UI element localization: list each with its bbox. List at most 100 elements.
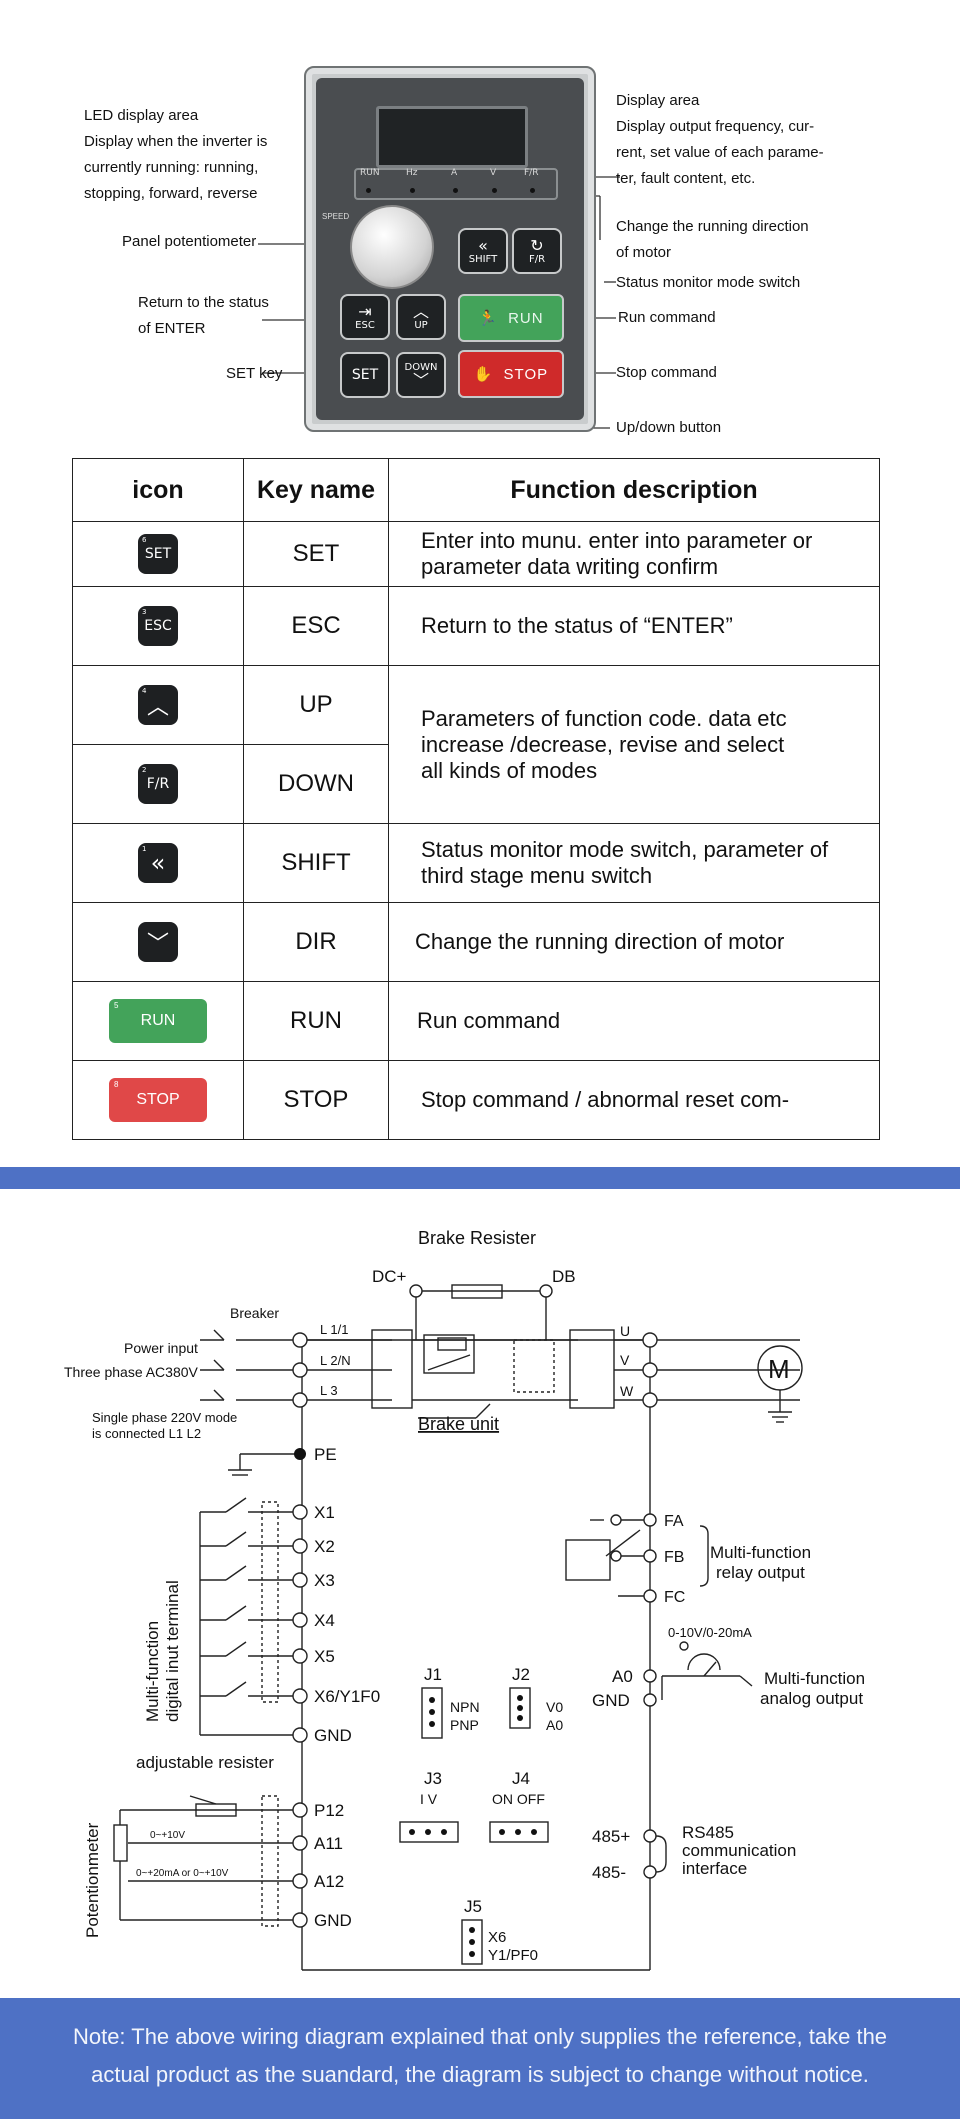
terminal-p12: P12 [314,1801,344,1820]
table-header-row: icon Key name Function description [72,458,880,522]
esc-key[interactable]: ⇥ ESC [340,294,390,340]
relay-title-1: Multi-function [710,1543,811,1562]
input-x6: X6/Y1F0 [314,1687,380,1706]
shift-key-label: SHIFT [468,253,498,265]
indicator-led [366,188,371,193]
runner-icon: 🏃 [478,310,499,327]
note-line-1: Note: The above wiring diagram explained… [72,2024,888,2049]
key-name: STOP [243,1060,389,1140]
stop-key-label: STOP [503,365,549,383]
function-description: Status monitor mode switch, parameter of… [388,823,880,903]
relay-title-2: relay output [716,1563,805,1582]
double-left-icon: 1« [138,843,178,883]
indicator-fr: F/R [524,168,539,178]
j2-a0: A0 [546,1717,563,1733]
fr-key-label: F/R [528,253,546,265]
j5-y1pf0: Y1/PF0 [488,1947,538,1964]
key-name: SHIFT [243,823,389,903]
u-label: U [620,1323,630,1339]
display-line-4: ter, fault content, etc. [616,170,756,187]
terminal-485-plus: 485+ [592,1827,630,1846]
icon-cell: 4︿ [72,665,244,745]
set-key[interactable]: SET [340,352,390,398]
speed-knob[interactable] [350,205,434,289]
input-x5: X5 [314,1647,335,1666]
header-key-name: Key name [243,458,389,522]
icon-text: RUN [140,1012,176,1029]
icon-text: ESC [144,618,172,634]
dc-plus-label: DC+ [372,1267,407,1286]
stop-key[interactable]: ✋ STOP [458,350,564,398]
chevron-down-icon: ﹀ [138,922,178,962]
j1-pnp: PNP [450,1717,479,1733]
terminal-a11: A11 [314,1834,343,1853]
icon-text: STOP [136,1091,180,1108]
digital-input-title-1: Multi-function [143,1621,162,1722]
display-line-2: Display output frequency, cur- [616,118,815,135]
key-name: ESC [243,586,389,666]
icon-text: F/R [146,776,170,792]
analog-output-range: 0-10V/0-20mA [668,1625,752,1640]
header-function: Function description [388,458,880,522]
up-key[interactable]: ︿ UP [396,294,446,340]
monitor-switch-label: Status monitor mode switch [616,274,801,291]
db-label: DB [552,1267,576,1286]
chevron-down-icon: ﹀ [412,370,429,390]
pe-label: PE [314,1445,337,1464]
j3-options: I V [420,1791,438,1807]
key-name: DOWN [243,744,389,824]
wiring-diagram: Brake Resister DC+ DB Breaker Power inpu… [64,1228,865,1971]
icon-cell: 1« [72,823,244,903]
run-key[interactable]: 🏃 RUN [458,294,564,342]
terminal-a0: A0 [612,1667,633,1686]
shift-key[interactable]: « SHIFT [458,228,508,274]
analog-output-title-1: Multi-function [764,1669,865,1688]
l3-label: L 3 [320,1383,338,1398]
terminal-a12: A12 [314,1872,344,1891]
double-left-icon: « [478,235,488,255]
icon-number: 6 [142,536,147,544]
description-line: Enter into munu. enter into parameter or [421,528,813,553]
jumper-j2: J2 [512,1665,530,1684]
description-line: parameter data writing confirm [421,554,719,579]
led-area-line-3: currently running: running, [84,159,259,176]
input-x4: X4 [314,1611,335,1630]
jumper-j3: J3 [424,1769,442,1788]
j4-options: ON OFF [492,1791,545,1807]
function-description: Return to the status of “ENTER” [388,586,880,666]
v-label: V [620,1352,630,1368]
rotate-icon: ↻ [530,235,544,255]
description-line: increase /decrease, revise and select [421,731,785,757]
down-key[interactable]: DOWN ﹀ [396,352,446,398]
led-area-line-2: Display when the inverter is [84,133,268,150]
set-key-text: SET [351,367,379,383]
single-phase-line-1: Single phase 220V mode [92,1410,237,1425]
icon-number: 3 [142,608,147,616]
l1-label: L 1/1 [320,1322,348,1337]
exit-icon: ⇥ [358,301,372,321]
current-range: 0~+20mA or 0~+10V [136,1868,229,1879]
keypad-panel-section: LED display area Display when the invert… [0,0,960,450]
j1-npn: NPN [450,1699,480,1715]
key-name: SET [243,521,389,587]
indicator-v: V [490,168,497,178]
set-key-label: SET key [226,365,283,382]
motor-symbol: M [768,1354,790,1384]
indicator-led [492,188,497,193]
function-description: Change the running direction of motor [388,902,880,982]
jumper-j5: J5 [464,1897,482,1916]
description-line: all kinds of modes [421,757,598,783]
fr-key[interactable]: ↻ F/R [512,228,562,274]
chevron-up-icon: 4︿ [138,685,178,725]
indicator-hz: Hz [406,168,418,178]
note-line-2: actual product as the suandard, the diag… [91,2062,869,2087]
